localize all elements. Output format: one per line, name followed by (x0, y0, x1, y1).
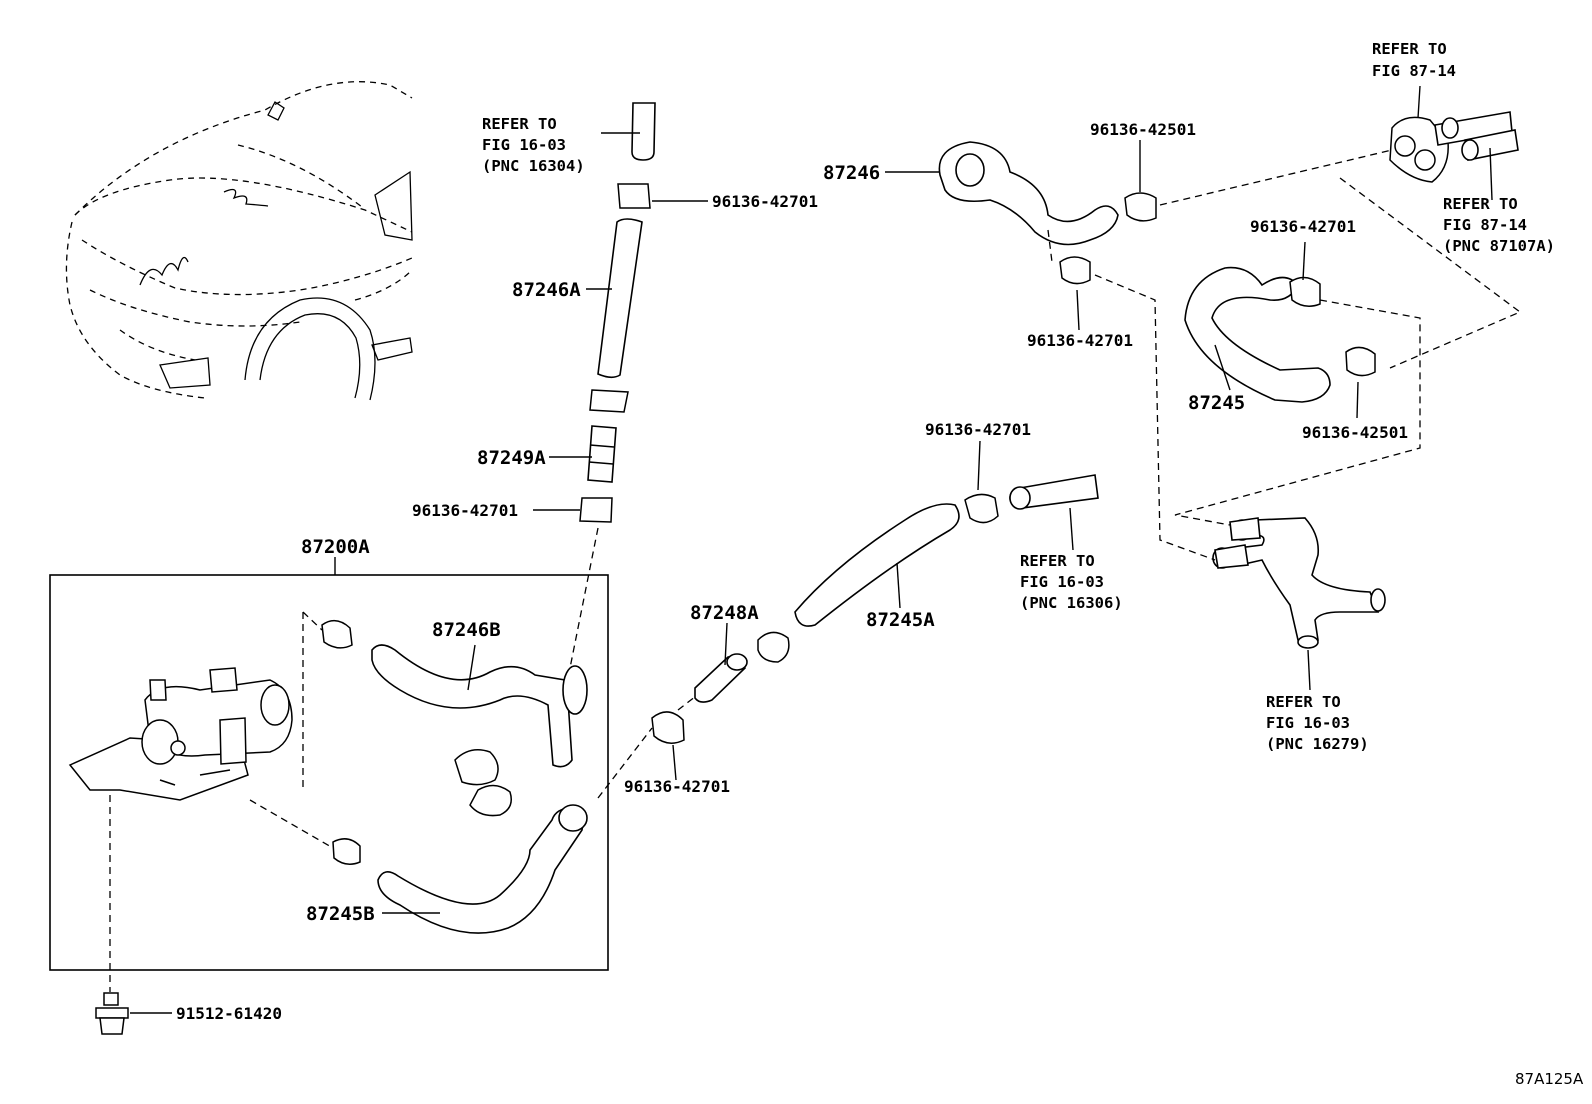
clamp-c8 (651, 711, 685, 744)
label-87245A: 87245A (866, 609, 935, 631)
ref-16304-line3: (PNC 16304) (482, 157, 585, 175)
hose-87245A (794, 503, 960, 627)
hose-87246B (371, 644, 573, 768)
label-87246: 87246 (823, 162, 880, 184)
clamp-c6 (964, 493, 999, 524)
ref-16304-line1: REFER TO (482, 115, 557, 133)
vehicle-location-illustration (65, 81, 413, 401)
ref-note-16279: REFER TO FIG 16-03 (PNC 16279) (1266, 693, 1369, 753)
clamp-box-lower (332, 838, 361, 865)
label-clamp-c5: 96136-42701 (1250, 217, 1356, 236)
leader-lines (130, 85, 1493, 1014)
label-87246B: 87246B (432, 619, 501, 641)
clamp-c2 (579, 497, 613, 523)
assembly-87200A-box (49, 574, 609, 971)
ref-87107A-line3: (PNC 87107A) (1443, 237, 1555, 255)
ref-16306-line1: REFER TO (1020, 552, 1095, 570)
clamp-87248A (757, 631, 790, 663)
figure-code: 87A125A (1515, 1070, 1584, 1088)
clamp-c5 (1289, 276, 1321, 307)
hose-87245 (1184, 266, 1331, 403)
ref-87107A-line2: FIG 87-14 (1443, 216, 1527, 234)
ref-16306-line2: FIG 16-03 (1020, 573, 1104, 591)
ref-16279-line3: (PNC 16279) (1266, 735, 1369, 753)
hose-87245B (377, 807, 584, 934)
ref-note-87107A: REFER TO FIG 87-14 (PNC 87107A) (1443, 195, 1555, 255)
label-87246A: 87246A (512, 279, 581, 301)
ref-87-14-line2: FIG 87-14 (1372, 62, 1456, 80)
label-clamp-c1: 96136-42701 (712, 192, 818, 211)
spare-clamps (454, 749, 512, 817)
pipe-16304-end (631, 102, 656, 161)
pump-assembly (68, 667, 293, 801)
label-87245B: 87245B (306, 903, 375, 925)
label-clamp-c6: 96136-42701 (925, 420, 1031, 439)
clamp-c7 (1345, 346, 1376, 377)
clamp-c3 (1059, 256, 1091, 285)
label-87245: 87245 (1188, 392, 1245, 414)
label-87248A: 87248A (690, 602, 759, 624)
clamp-c4 (1124, 192, 1157, 222)
hose-87246A-group (579, 102, 656, 523)
ref-16304-line2: FIG 16-03 (482, 136, 566, 154)
ref-16279-line1: REFER TO (1266, 693, 1341, 711)
ref-87-14-line1: REFER TO (1372, 40, 1447, 58)
hose-87246A (597, 218, 643, 379)
ref-16306-line3: (PNC 16306) (1020, 594, 1123, 612)
ref-87107A-line1: REFER TO (1443, 195, 1518, 213)
alignment-lines (109, 149, 1522, 992)
ref-note-16304: REFER TO FIG 16-03 (PNC 16304) (482, 115, 585, 175)
connector-87249A (587, 425, 617, 483)
clamp-c1 (617, 183, 651, 209)
label-clamp-c4: 96136-42501 (1090, 120, 1196, 139)
label-clamp-c7: 96136-42501 (1302, 423, 1408, 442)
ref-16279-line2: FIG 16-03 (1266, 714, 1350, 732)
label-clamp-c3: 96136-42701 (1027, 331, 1133, 350)
label-87249A: 87249A (477, 447, 546, 469)
ref-note-16306: REFER TO FIG 16-03 (PNC 16306) (1020, 552, 1123, 612)
label-87200A: 87200A (301, 536, 370, 558)
label-clamp-c8: 96136-42701 (624, 777, 730, 796)
label-clamp-c2: 96136-42701 (412, 501, 518, 520)
y-pipe-16279 (1212, 517, 1386, 649)
label-bolt: 91512-61420 (176, 1004, 282, 1023)
ref-note-87-14: REFER TO FIG 87-14 (1372, 40, 1456, 80)
grommet-87-14 (1389, 111, 1519, 183)
bolt-91512-61420 (95, 992, 129, 1035)
clamp-upper-mid (589, 389, 629, 413)
clamp-box-upper (321, 619, 353, 649)
